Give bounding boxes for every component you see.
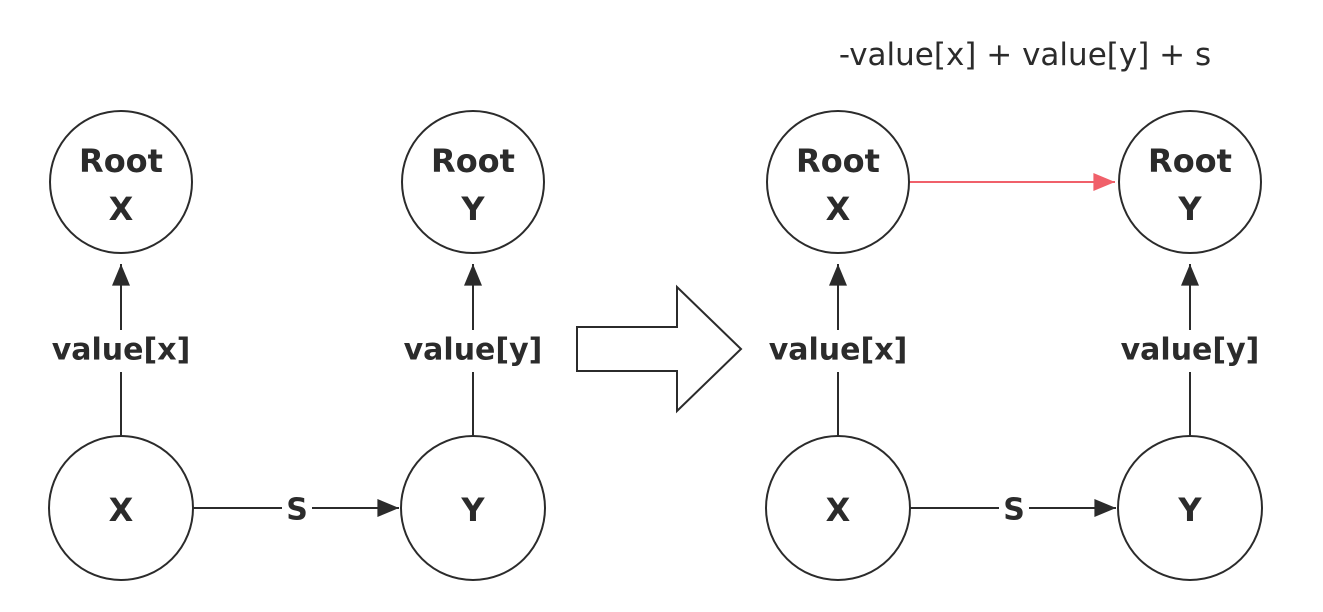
transition-arrow bbox=[576, 284, 743, 414]
edge-label-value-y: value[y] bbox=[1121, 333, 1260, 368]
y-node-label: Y bbox=[460, 491, 485, 529]
x-node-label: X bbox=[826, 491, 851, 529]
root-x-label-line2: X bbox=[109, 190, 134, 228]
edge-label-s: S bbox=[286, 493, 308, 528]
root-y-label-line1: Root bbox=[431, 142, 515, 180]
root-y-label-line1: Root bbox=[1148, 142, 1232, 180]
y-node: Y bbox=[400, 435, 546, 581]
before-panel: value[x] value[y] S Root X Root Y X Y bbox=[40, 110, 554, 581]
weight-formula: -value[x] + value[y] + s bbox=[839, 37, 1211, 73]
root-x-label-line1: Root bbox=[79, 142, 163, 180]
y-node-label: Y bbox=[1177, 491, 1202, 529]
x-node-label: X bbox=[109, 491, 134, 529]
edge-label-value-y: value[y] bbox=[404, 333, 543, 368]
after-panel: -value[x] + value[y] + s value[x] value[… bbox=[757, 37, 1271, 581]
y-node: Y bbox=[1117, 435, 1263, 581]
root-x-node: Root X bbox=[49, 110, 193, 254]
edge-label-value-x: value[x] bbox=[52, 333, 191, 368]
root-x-node: Root X bbox=[766, 110, 910, 254]
root-y-node: Root Y bbox=[401, 110, 545, 254]
root-x-label-line1: Root bbox=[796, 142, 880, 180]
root-y-label-line2: Y bbox=[1177, 190, 1202, 228]
edge-label-value-x: value[x] bbox=[769, 333, 908, 368]
root-y-node: Root Y bbox=[1118, 110, 1262, 254]
x-node: X bbox=[765, 435, 911, 581]
edge-label-s: S bbox=[1003, 493, 1025, 528]
x-node: X bbox=[48, 435, 194, 581]
root-x-label-line2: X bbox=[826, 190, 851, 228]
root-y-label-line2: Y bbox=[460, 190, 485, 228]
